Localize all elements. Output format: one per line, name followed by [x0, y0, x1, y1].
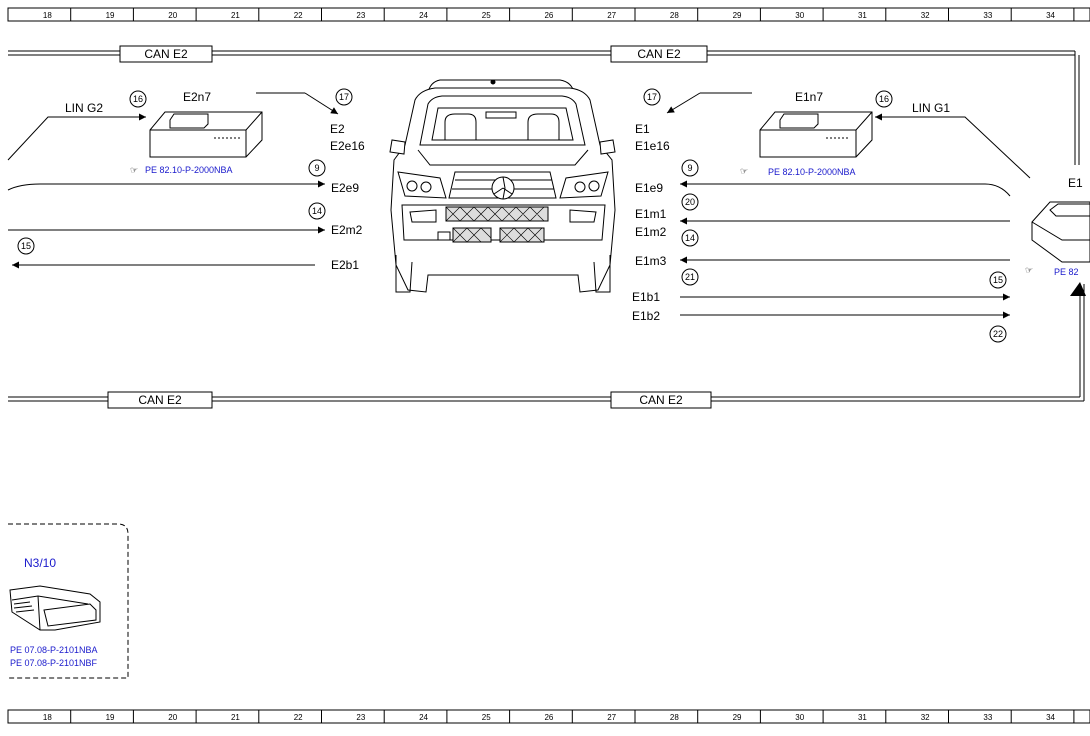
label-e2e9: E2e9 — [331, 181, 359, 195]
lin-label-right: LIN G1 — [912, 101, 950, 115]
ruler-label: 24 — [419, 11, 428, 20]
connector-9-right: 9 — [687, 163, 692, 173]
ruler-label: 30 — [795, 11, 804, 20]
connector-17-left: 17 — [339, 92, 349, 102]
ruler-label: 26 — [544, 11, 553, 20]
module-ref-left: PE 82.10-P-2000NBA — [145, 165, 233, 175]
module-ref-right: PE 82.10-P-2000NBA — [768, 167, 856, 177]
module-name-right: E1n7 — [795, 90, 823, 104]
module-name-left: E2n7 — [183, 90, 211, 104]
connector-9-left: 9 — [314, 163, 319, 173]
ruler-label: 21 — [231, 11, 240, 20]
can-label-upper-left: CAN E2 — [144, 47, 188, 61]
ruler-label: 20 — [168, 713, 177, 722]
label-e2b1: E2b1 — [331, 258, 359, 272]
ruler-label: 18 — [43, 713, 52, 722]
connector-20-right: 20 — [685, 197, 695, 207]
connector-21-right: 21 — [685, 272, 695, 282]
ruler-label: 23 — [356, 713, 365, 722]
label-e1m1: E1m1 — [635, 207, 667, 221]
ruler-label: 30 — [795, 713, 804, 722]
can-bus-upper: CAN E2 CAN E2 — [8, 45, 1080, 165]
label-e2: E2 — [330, 122, 345, 136]
ruler-label: 32 — [921, 713, 930, 722]
n3-ref-2: PE 07.08-P-2101NBF — [10, 658, 98, 668]
ruler-bottom: 18 19 20 21 22 23 24 25 26 27 28 29 30 31 32 33 34 — [7, 709, 1090, 724]
left-side: LIN G2 16 E2n7 ☞ PE 82.10-P-2000NBA 17 E… — [7, 88, 365, 272]
ruler-label: 18 — [43, 11, 52, 20]
pointing-hand-icon: ☞ — [130, 165, 138, 175]
label-e1e9: E1e9 — [635, 181, 663, 195]
pointing-hand-icon: ☞ — [1025, 265, 1033, 275]
edge-module-name: E1 — [1068, 176, 1083, 190]
vehicle-front-icon — [389, 79, 616, 293]
connector-16-left: 16 — [133, 94, 143, 104]
ruler-label: 20 — [168, 11, 177, 20]
connector-14-right: 14 — [685, 233, 695, 243]
label-e1b1: E1b1 — [632, 290, 660, 304]
ruler-label: 22 — [294, 11, 303, 20]
label-e2m2: E2m2 — [331, 223, 363, 237]
ruler-label: 25 — [482, 11, 491, 20]
ruler-label: 24 — [419, 713, 428, 722]
ruler-label: 19 — [106, 11, 115, 20]
ruler-label: 31 — [858, 713, 867, 722]
ruler-label: 21 — [231, 713, 240, 722]
ruler-label: 28 — [670, 713, 679, 722]
ruler-label: 22 — [294, 713, 303, 722]
ruler-label: 27 — [607, 11, 616, 20]
connector-15-left: 15 — [21, 241, 31, 251]
light-module-left-icon — [149, 111, 263, 158]
ruler-top: 18 19 20 21 22 23 24 25 26 27 28 29 30 31 32 33 34 — [7, 7, 1090, 22]
ruler-label: 27 — [607, 713, 616, 722]
ruler-label: 28 — [670, 11, 679, 20]
label-e1m2: E1m2 — [635, 225, 667, 239]
label-e1m3: E1m3 — [635, 254, 667, 268]
label-e1: E1 — [635, 122, 650, 136]
ruler-label: 26 — [544, 713, 553, 722]
can-bus-lower: CAN E2 CAN E2 — [8, 282, 1086, 409]
ruler-label: 29 — [733, 713, 742, 722]
can-label-upper-right: CAN E2 — [637, 47, 681, 61]
ruler-label: 33 — [983, 11, 992, 20]
lin-label-left: LIN G2 — [65, 101, 103, 115]
pointing-hand-icon: ☞ — [740, 166, 748, 176]
light-module-right-icon — [759, 111, 873, 158]
connector-22-right: 22 — [993, 329, 1003, 339]
ruler-label: 34 — [1046, 11, 1055, 20]
label-e1b2: E1b2 — [632, 309, 660, 323]
label-e2e16: E2e16 — [330, 139, 365, 153]
ruler-label: 34 — [1046, 713, 1055, 722]
connector-16-right: 16 — [879, 94, 889, 104]
edge-module-ref: PE 82 — [1054, 267, 1079, 277]
ruler-label: 19 — [106, 713, 115, 722]
right-side: 17 E1 E1e16 E1n7 16 ☞ PE 82.10-P-2000NBA… — [632, 88, 1090, 343]
ruler-label: 25 — [482, 713, 491, 722]
can-label-lower-left: CAN E2 — [138, 393, 182, 407]
connector-14-left: 14 — [312, 206, 322, 216]
ruler-label: 29 — [733, 11, 742, 20]
ruler-label: 33 — [983, 713, 992, 722]
ruler-label: 32 — [921, 11, 930, 20]
n3-ref-1: PE 07.08-P-2101NBA — [10, 645, 98, 655]
label-e1e16: E1e16 — [635, 139, 670, 153]
connector-17-right: 17 — [647, 92, 657, 102]
n3-10-module: N3/10 PE 07.08-P-2101NBA PE 07.08-P-2101… — [8, 523, 129, 679]
ruler-label: 31 — [858, 11, 867, 20]
can-label-lower-right: CAN E2 — [639, 393, 683, 407]
connector-15-right: 15 — [993, 275, 1003, 285]
edge-module-icon — [1031, 201, 1090, 263]
ruler-label: 23 — [356, 11, 365, 20]
control-unit-icon — [9, 585, 101, 631]
n3-10-name: N3/10 — [24, 556, 56, 570]
